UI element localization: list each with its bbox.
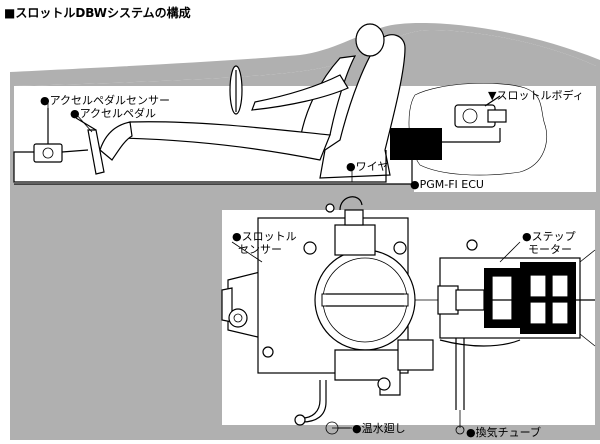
- label-ecu: ●PGM-FI ECU: [410, 178, 484, 191]
- label-coolant: ●温水廻し: [352, 422, 406, 435]
- label-accel-sensor: ●アクセルペダルセンサー: [40, 93, 170, 107]
- label-wire: ●ワイヤ: [346, 160, 388, 173]
- label-step-motor-line2: モーター: [528, 243, 572, 256]
- floor-band: [14, 184, 414, 192]
- accelerator-pedal: [75, 117, 105, 175]
- leader-throttle-sensor: [231, 241, 263, 263]
- label-accel-pedal: ●アクセルペダル: [70, 106, 156, 120]
- leader-accel-pedal: [75, 113, 93, 133]
- cabin-band: [14, 30, 596, 86]
- engine-compartment: [408, 82, 548, 176]
- driver-figure: [14, 23, 415, 185]
- leader-step-motor: [499, 241, 521, 263]
- label-throttle-sensor-line2: センサー: [238, 243, 282, 256]
- wire-route: [13, 150, 387, 183]
- label-step-motor-line1: ●ステップ: [522, 230, 576, 243]
- label-throttle-sensor-line1: ●スロットル: [232, 230, 297, 243]
- diagram-title: ■スロットルDBWシステムの構成: [4, 5, 191, 20]
- label-throttle-body: ▼スロットルボディ: [488, 88, 584, 102]
- pgm-fi-ecu-box: [390, 128, 442, 160]
- label-vent-tube: ●換気チューブ: [466, 425, 541, 439]
- throttle-body-small: [454, 95, 507, 128]
- throttle-body-detail: [221, 196, 596, 435]
